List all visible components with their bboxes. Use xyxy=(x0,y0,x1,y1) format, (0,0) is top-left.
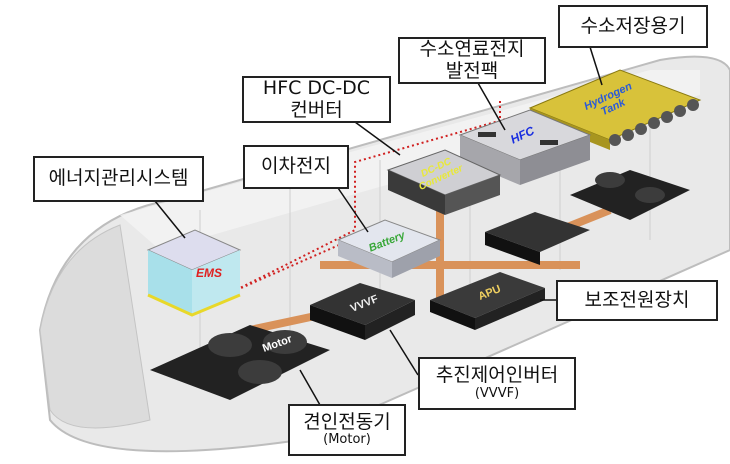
label-ems: 에너지관리시스템 xyxy=(33,156,204,202)
label-text: 발전팩 xyxy=(445,59,499,82)
label-text: 컨버터 xyxy=(290,98,343,121)
label-inverter: 추진제어인버터 (VVVF) xyxy=(418,357,576,410)
label-subtext: (Motor) xyxy=(323,432,371,448)
train-nose xyxy=(39,224,151,429)
label-fuel-cell-pack: 수소연료전지 발전팩 xyxy=(398,37,546,84)
rear-bogie xyxy=(570,170,690,220)
label-text: 견인전동기 xyxy=(303,410,391,433)
aux-black-unit xyxy=(485,212,590,265)
label-text: HFC DC-DC xyxy=(262,76,371,99)
ems-text: EMS xyxy=(196,266,223,280)
label-dcdc-converter: HFC DC-DC 컨버터 xyxy=(242,76,391,123)
label-text: 에너지관리시스템 xyxy=(48,167,189,190)
apu-unit xyxy=(430,272,545,330)
hfc-unit xyxy=(458,109,592,185)
front-bogie xyxy=(150,325,330,400)
label-subtext: (VVVF) xyxy=(474,385,520,401)
dotted-line xyxy=(231,94,591,293)
pointer-lines xyxy=(154,46,603,406)
label-text: 추진제어인버터 xyxy=(435,364,559,387)
label-text: 이차전지 xyxy=(261,155,331,178)
ems-unit xyxy=(146,229,242,317)
label-motor: 견인전동기 (Motor) xyxy=(288,404,406,456)
label-text: 수소저장용기 xyxy=(580,14,686,37)
tank-ends xyxy=(609,99,699,146)
battery-unit xyxy=(336,219,442,278)
label-text: 보조전원장치 xyxy=(584,288,690,311)
label-text: 수소연료전지 xyxy=(419,37,525,60)
vvvf-unit xyxy=(310,283,415,340)
label-hydrogen-storage: 수소저장용기 xyxy=(558,5,708,48)
dcdc-converter-unit xyxy=(386,149,502,215)
label-apu: 보조전원장치 xyxy=(556,280,718,321)
label-battery: 이차전지 xyxy=(243,145,349,189)
